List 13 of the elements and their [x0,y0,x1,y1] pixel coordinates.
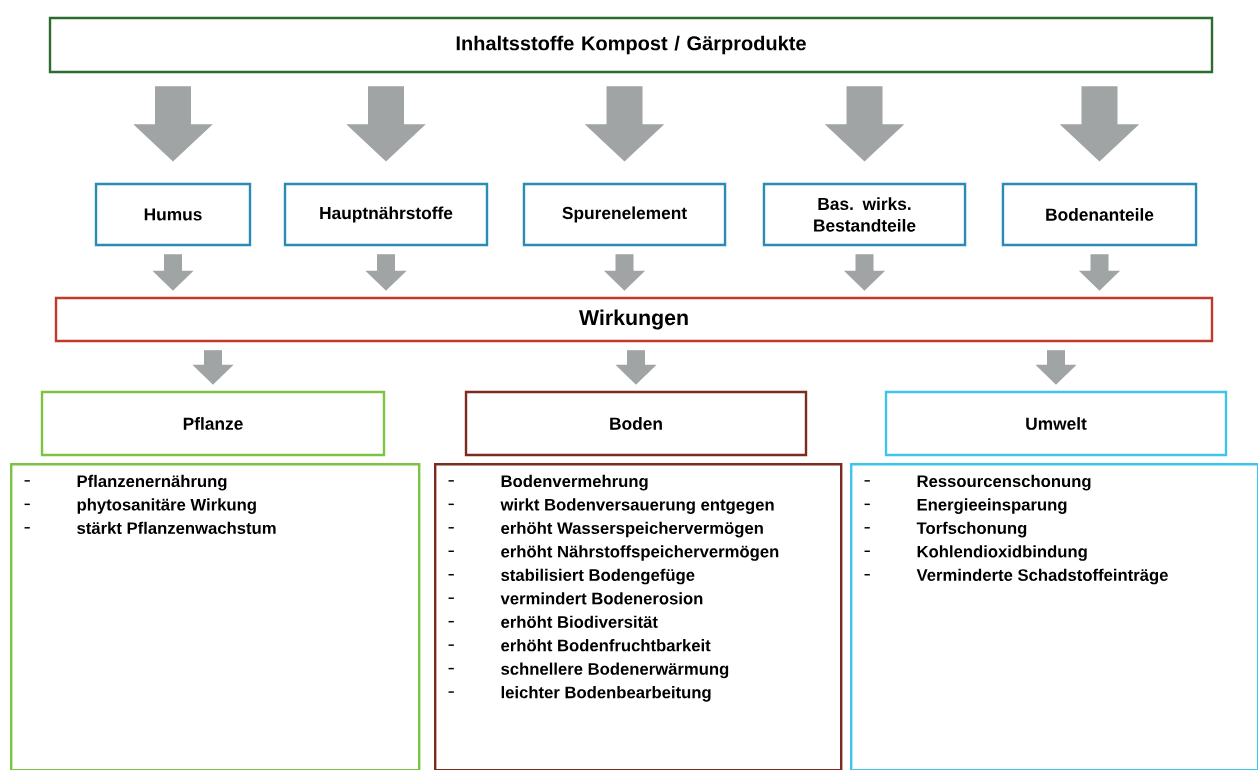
effects-bar: Wirkungen [54,296,1214,343]
component-box: Hauptnährstoffe [283,182,489,247]
bullet-list-box: Bodenvermehrung wirkt Bodenversauerung entgegen erhöht Wasserspeichervermögen erhöht Nährstoffspeichervermögen stabilisiert Bodengefüge vermindert Bodenerosion erhöht Biodiversität erhöht Bodenfruchtbarkeit schnellere Bodenerwärmung leichter Bodenbearbeitung [434,463,843,770]
category-box: Pflanze [40,390,386,457]
title-box: Inhaltsstoffe Kompost / Gärprodukte [48,16,1214,74]
component-box: Humus [94,182,252,247]
bullet-list-box: Ressourcenschonung Energieeinsparung Torfschonung Kohlendioxidbindung Verminderte Schadstoffeinträge [850,463,1258,770]
component-box: Spurenelement [522,182,727,247]
category-box: Umwelt [884,390,1228,457]
category-box: Boden [464,390,808,457]
component-box: Bas. wirks. Bestandteile [762,182,967,247]
bullet-list-box: Pflanzenernährung phytosanitäre Wirkung stärkt Pflanzenwachstum [10,463,421,770]
component-box: Bodenanteile [1001,182,1198,247]
